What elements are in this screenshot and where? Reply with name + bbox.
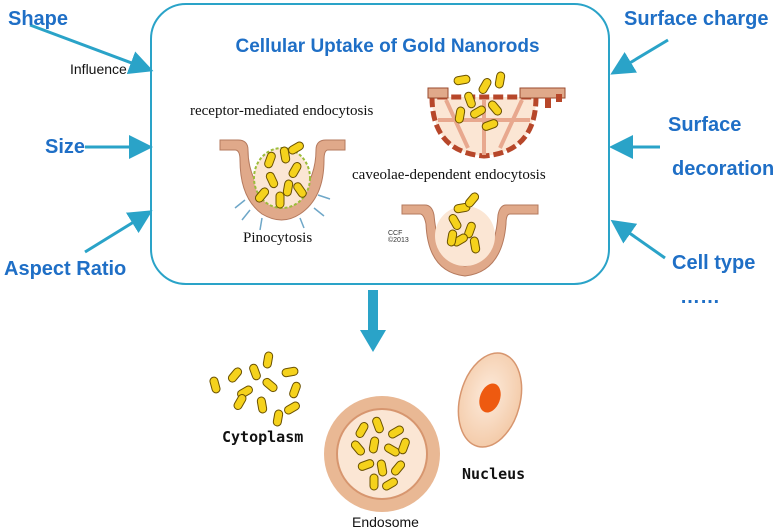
gold-nanorod-icon (279, 146, 291, 164)
gold-nanorod-icon (350, 440, 366, 456)
factor-size: Size (45, 136, 86, 158)
gold-nanorod-icon (469, 236, 481, 254)
gold-nanorod-icon (446, 229, 458, 247)
gold-nanorod-icon (289, 381, 301, 399)
endosome-label: Endosome (352, 514, 419, 530)
gold-nanorod-icon (487, 100, 503, 116)
factor-surface-decoration-line2: decoration (672, 158, 775, 180)
gold-nanorod-icon (398, 437, 410, 455)
gold-nanorod-icon (293, 182, 307, 198)
factor-aspect-ratio: Aspect Ratio (4, 258, 127, 280)
arrow-shape (29, 23, 154, 74)
gold-nanorod-icon (376, 459, 388, 477)
gold-nanorod-icon (453, 74, 471, 86)
gold-nanorod-icon (288, 162, 302, 178)
gold-nanorod-icon (282, 179, 294, 197)
pinocytosis-label: Pinocytosis (243, 230, 313, 246)
gold-nanorod-icon (481, 119, 499, 131)
gold-nanorod-icon (254, 187, 270, 203)
nucleus-core (479, 383, 501, 413)
arrow-cell-type (610, 219, 666, 260)
receptor-label: receptor-mediated endocytosis (190, 103, 374, 119)
gold-nanorod-icon (478, 78, 492, 94)
nucleus-cell (457, 352, 523, 448)
gold-nanorod-icon (494, 71, 506, 89)
gold-nanorod-icon (264, 151, 276, 169)
arrow-aspect-ratio (84, 210, 153, 254)
gold-nanorod-icon (464, 91, 476, 109)
gold-nanorod-icon (265, 171, 279, 189)
gold-nanorod-icon (262, 351, 274, 369)
gold-nanorod-icon (357, 459, 375, 471)
gold-nanorod-icon (372, 416, 384, 434)
gold-nanorod-icon (454, 106, 466, 124)
gold-nanorod-icon (275, 191, 285, 209)
gold-nanorod-icon (368, 436, 380, 454)
gold-nanorod-icon (272, 409, 284, 427)
gold-nanorod-icon (249, 363, 261, 381)
cytoplasm-label: Cytoplasm (222, 428, 304, 446)
factor-arrows (29, 23, 669, 352)
arrow-down-head (360, 330, 386, 352)
arrow-surface-charge (610, 38, 669, 75)
copyright-line1: CCF (388, 230, 403, 237)
factor-more: …… (680, 286, 720, 308)
endosome (324, 396, 440, 512)
gold-nanorod-icon (384, 443, 400, 457)
gold-nanorod-icon (382, 477, 398, 491)
gold-nanorod-icon (227, 367, 243, 383)
nucleus-label: Nucleus (462, 465, 526, 483)
gold-nanorod-icon (355, 422, 369, 438)
gold-nanorod-icon (288, 141, 304, 155)
gold-nanorod-icon (369, 473, 379, 491)
gold-nanorod-icon (284, 401, 300, 415)
gold-nanorod-icon (388, 425, 404, 439)
gold-nanorod-icon (256, 396, 268, 414)
gold-nanorod-icon (233, 394, 247, 410)
gold-nanorod-icon (390, 460, 406, 476)
factor-surface-decoration-line1: Surface (668, 114, 742, 136)
gold-nanorod-icon (448, 214, 462, 230)
factor-shape: Shape (8, 8, 69, 30)
gold-nanorods (209, 71, 506, 491)
gold-nanorod-icon (209, 376, 221, 394)
caveolae-label: caveolae-dependent endocytosis (352, 167, 546, 183)
gold-nanorod-icon (262, 377, 278, 393)
copyright-line2: ©2013 (388, 237, 409, 244)
gold-nanorod-icon (464, 192, 480, 208)
factor-cell-type: Cell type (672, 252, 756, 274)
gold-nanorod-icon (470, 105, 486, 119)
influence-label: Influence (70, 61, 127, 77)
diagram-title: Cellular Uptake of Gold Nanorods (235, 36, 540, 57)
gold-nanorod-icon (281, 366, 299, 378)
factor-surface-charge: Surface charge (624, 8, 769, 30)
